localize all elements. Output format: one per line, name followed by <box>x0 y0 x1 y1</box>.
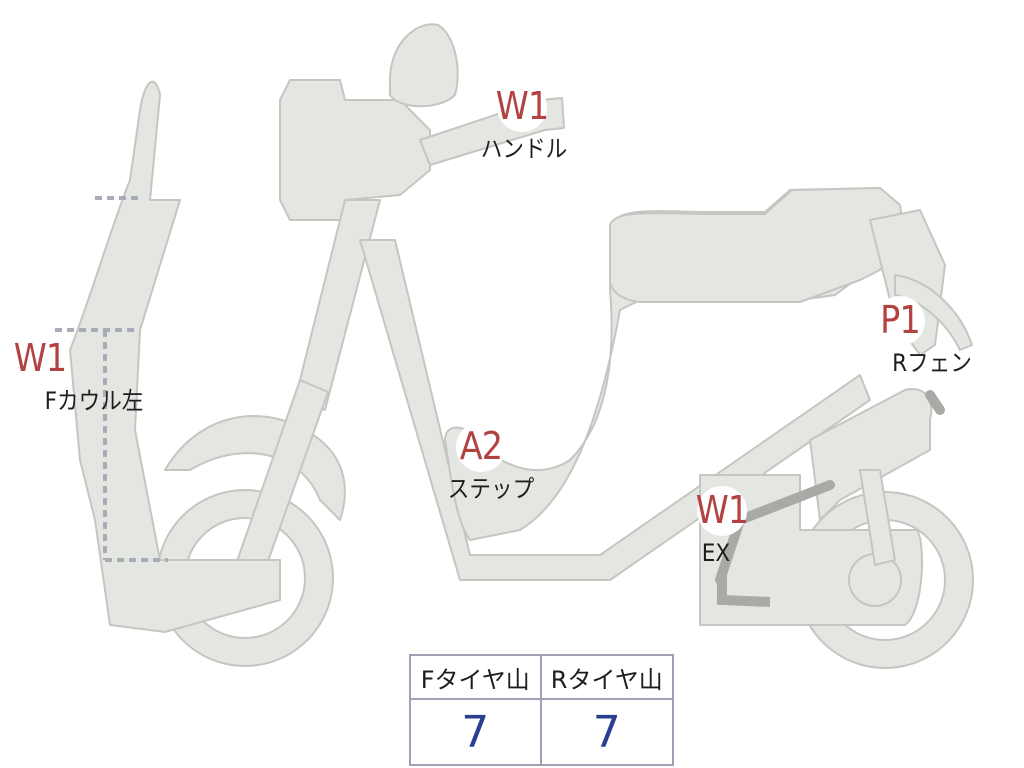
marker-exhaust: W1 EX <box>684 486 760 572</box>
damage-code: A2 <box>459 424 503 468</box>
part-label: Rフェン <box>892 349 972 377</box>
part-label: EX <box>701 539 731 567</box>
damage-code: W1 <box>695 488 749 532</box>
frame-tube <box>359 239 871 581</box>
part-label: Fカウル左 <box>44 387 144 415</box>
marker-circle <box>697 486 747 536</box>
grab-rail <box>925 390 945 415</box>
rear-tire-header: Rタイヤ山 <box>541 656 672 700</box>
marker-circle <box>875 296 925 346</box>
front-tire-header: Fタイヤ山 <box>411 656 542 700</box>
damage-code: W1 <box>495 84 549 128</box>
marker-circle <box>456 422 506 472</box>
damage-code: W1 <box>13 336 67 380</box>
marker-step: A2 ステップ <box>443 422 534 508</box>
marker-circle <box>15 334 65 384</box>
part-label: ハンドル <box>480 135 568 163</box>
tire-tread-table: Fタイヤ山 Rタイヤ山 7 7 <box>409 654 674 766</box>
seat <box>609 187 906 303</box>
shock-absorber <box>859 469 896 566</box>
front-tire-value: 7 <box>411 700 542 764</box>
front-cowl <box>69 80 281 633</box>
marker-handlebar: W1 ハンドル <box>481 82 567 168</box>
marker-rear-fender: P1 Rフェン <box>862 296 972 382</box>
marker-circle <box>497 82 547 132</box>
marker-front-cowl-left: W1 Fカウル左 <box>2 334 143 420</box>
part-label: ステップ <box>447 475 535 503</box>
damage-code: P1 <box>880 298 921 342</box>
rear-tire-value: 7 <box>592 706 621 758</box>
windscreen <box>389 23 459 108</box>
exhaust-tail <box>717 575 771 607</box>
front-fork <box>294 199 381 411</box>
headlight-cowl <box>279 79 431 221</box>
